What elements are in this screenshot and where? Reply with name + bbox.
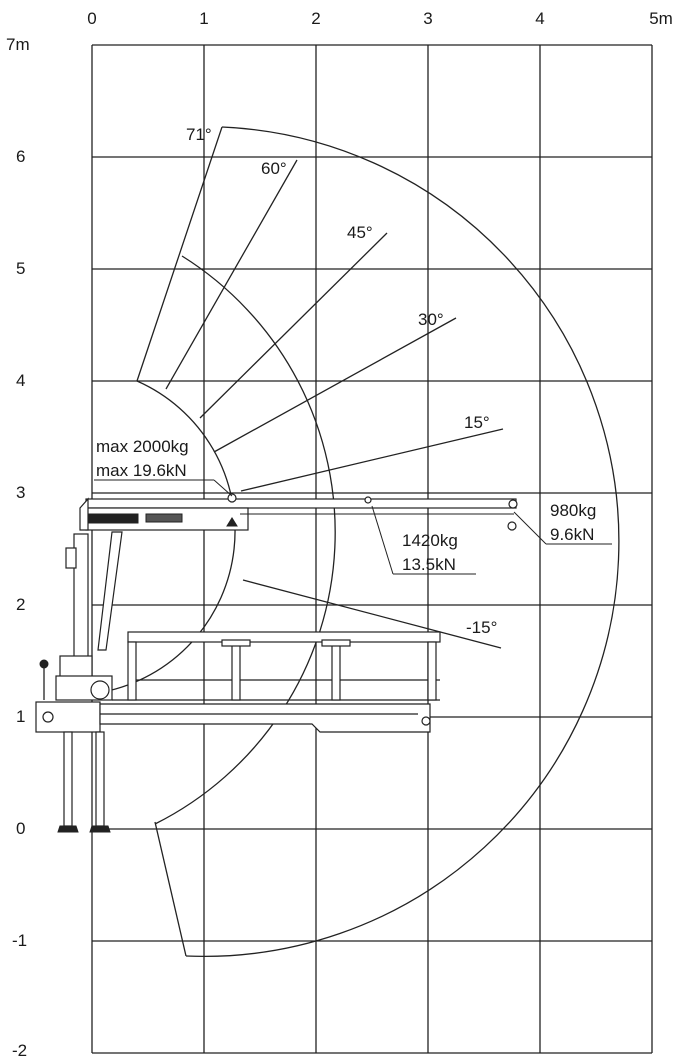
y-axis-labels: 7m 6 5 4 3 2 1 0 -1 -2: [6, 35, 30, 1059]
middle-range-arc: [154, 255, 336, 825]
grid: [91, 44, 653, 1054]
chassis-pin: [421, 716, 431, 726]
bed-post-1: [127, 641, 137, 701]
column-bracket: [65, 547, 77, 569]
angle-label-minus-15: -15°: [466, 618, 497, 637]
angle-label-71: 71°: [186, 125, 212, 144]
working-range: [102, 126, 620, 958]
angle-label-30: 30°: [418, 310, 444, 329]
ray-minus-15: [242, 579, 502, 649]
lift-cylinder: [97, 531, 123, 651]
x-tick-label: 5m: [649, 9, 673, 28]
envelope-bottom-edge: [154, 821, 187, 957]
bed-post-2: [231, 641, 241, 701]
angle-rays: [165, 159, 504, 649]
hook-pin: [507, 521, 517, 531]
truck-bed: [127, 631, 441, 643]
inner-load-kg: max 2000kg: [96, 437, 189, 456]
ray-15: [240, 428, 504, 492]
load-leaders: [94, 479, 612, 575]
x-tick-label: 4: [535, 9, 544, 28]
bed-post-4: [427, 641, 437, 701]
y-tick-label: 2: [16, 595, 25, 614]
x-tick-label: 1: [199, 9, 208, 28]
envelope-top-edge: [136, 126, 223, 382]
boom-knuckle: [79, 497, 89, 531]
truck-chassis: [99, 703, 431, 733]
boom-mid-pin: [227, 493, 237, 503]
y-tick-label: -1: [12, 931, 27, 950]
ray-30: [213, 317, 457, 453]
outer-load-leader: [513, 511, 547, 545]
boom-logo-plate: [87, 513, 139, 524]
bed-post-3: [331, 641, 341, 701]
inner-range-arc: [102, 380, 236, 693]
right-outrigger-leg: [95, 731, 105, 827]
y-tick-label: 4: [16, 371, 25, 390]
bed-bracket-3: [321, 639, 351, 647]
slewing-gear: [90, 680, 110, 700]
boom-warning-triangle: [226, 517, 238, 527]
inner-load-kn: max 19.6kN: [96, 461, 187, 480]
x-axis-labels: 0 1 2 3 4 5m: [87, 9, 673, 28]
boom-model-plate: [145, 513, 183, 523]
angle-label-45: 45°: [347, 223, 373, 242]
middle-load-leader: [371, 505, 394, 575]
control-box: [59, 655, 93, 679]
load-labels: max 2000kg max 19.6kN 1420kg 13.5kN 980k…: [96, 437, 596, 574]
y-tick-label: -2: [12, 1041, 27, 1059]
y-tick-label: 1: [16, 707, 25, 726]
middle-load-kg: 1420kg: [402, 531, 458, 550]
y-tick-label: 6: [16, 147, 25, 166]
boom-joint-pin: [364, 496, 372, 504]
x-tick-label: 0: [87, 9, 96, 28]
left-outrigger-foot: [57, 825, 79, 833]
boom-tip-pin: [508, 499, 518, 509]
x-tick-label: 2: [311, 9, 320, 28]
x-tick-label: 3: [423, 9, 432, 28]
stabilizer-pin: [42, 711, 54, 723]
angle-labels: 71° 60° 45° 30° 15° -15°: [186, 125, 497, 637]
right-outrigger-foot: [89, 825, 111, 833]
angle-label-15: 15°: [464, 413, 490, 432]
outer-load-kn: 9.6kN: [550, 525, 594, 544]
y-tick-label: 0: [16, 819, 25, 838]
angle-label-60: 60°: [261, 159, 287, 178]
crane-drawing: [35, 493, 518, 833]
y-tick-label: 3: [16, 483, 25, 502]
ray-60: [165, 159, 298, 390]
control-knob: [39, 659, 49, 669]
outer-range-arc: [185, 126, 620, 958]
boom-outer-section: [85, 498, 517, 509]
y-tick-label: 7m: [6, 35, 30, 54]
left-outrigger-leg: [63, 731, 73, 827]
ray-45: [199, 232, 388, 419]
y-tick-label: 5: [16, 259, 25, 278]
outer-load-kg: 980kg: [550, 501, 596, 520]
middle-load-kn: 13.5kN: [402, 555, 456, 574]
bed-bracket-2: [221, 639, 251, 647]
inner-load-leader: [213, 479, 233, 497]
